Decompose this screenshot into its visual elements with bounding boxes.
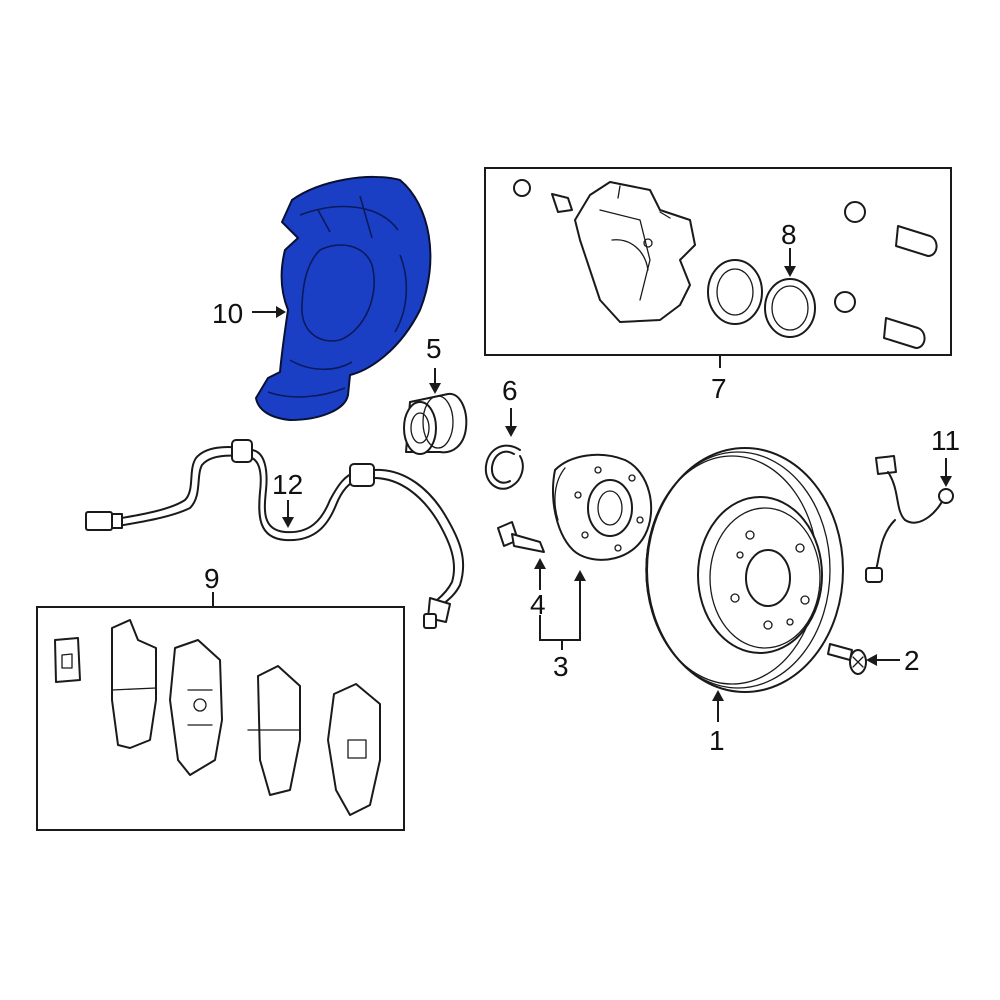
wheel-bearing-part-5[interactable] — [403, 392, 468, 455]
callout-11[interactable]: 11 — [931, 425, 960, 456]
splash-shield-part-10[interactable] — [255, 175, 432, 421]
callout-labels: 10 5 6 7 8 9 12 11 4 3 2 1 — [204, 219, 960, 756]
callout-3[interactable]: 3 — [553, 651, 569, 682]
caliper-seal-ring[interactable] — [707, 259, 763, 325]
callout-8[interactable]: 8 — [781, 219, 797, 250]
callout-4[interactable]: 4 — [530, 589, 546, 620]
brake-pad-kit-box-part-9 — [36, 606, 405, 831]
callout-10[interactable]: 10 — [212, 298, 243, 329]
abs-sensor-wire-part-12[interactable] — [85, 439, 465, 629]
callout-6[interactable]: 6 — [502, 375, 518, 406]
callout-2[interactable]: 2 — [904, 645, 920, 676]
piston-seal-part-8[interactable] — [764, 278, 816, 338]
callout-1[interactable]: 1 — [709, 725, 725, 756]
brake-hose-part-11[interactable] — [865, 455, 954, 583]
callout-12[interactable]: 12 — [272, 469, 303, 500]
brake-rotor-part-1[interactable] — [645, 447, 844, 693]
wheel-hub-part-3[interactable] — [551, 453, 653, 561]
brake-pad-4[interactable] — [327, 683, 381, 816]
brake-pad-2[interactable] — [169, 639, 223, 776]
guide-pin-boot-upper[interactable] — [844, 201, 938, 257]
leader-lines — [212, 248, 952, 722]
callout-7[interactable]: 7 — [711, 373, 727, 404]
brake-pad-1[interactable] — [111, 619, 157, 749]
rotor-screw-part-2[interactable] — [827, 643, 867, 675]
caliper-bolt-left[interactable] — [513, 179, 573, 213]
pad-clip[interactable] — [54, 637, 81, 683]
brake-pad-3[interactable] — [247, 665, 301, 796]
callout-5[interactable]: 5 — [426, 333, 442, 364]
snap-ring-part-6[interactable] — [484, 444, 524, 490]
caliper-housing[interactable] — [574, 181, 696, 323]
caliper-kit-box-part-7 — [484, 167, 952, 356]
guide-pin-boot-lower[interactable] — [834, 291, 926, 349]
callout-9[interactable]: 9 — [204, 563, 220, 594]
hub-bolt-part-4[interactable] — [497, 521, 545, 553]
